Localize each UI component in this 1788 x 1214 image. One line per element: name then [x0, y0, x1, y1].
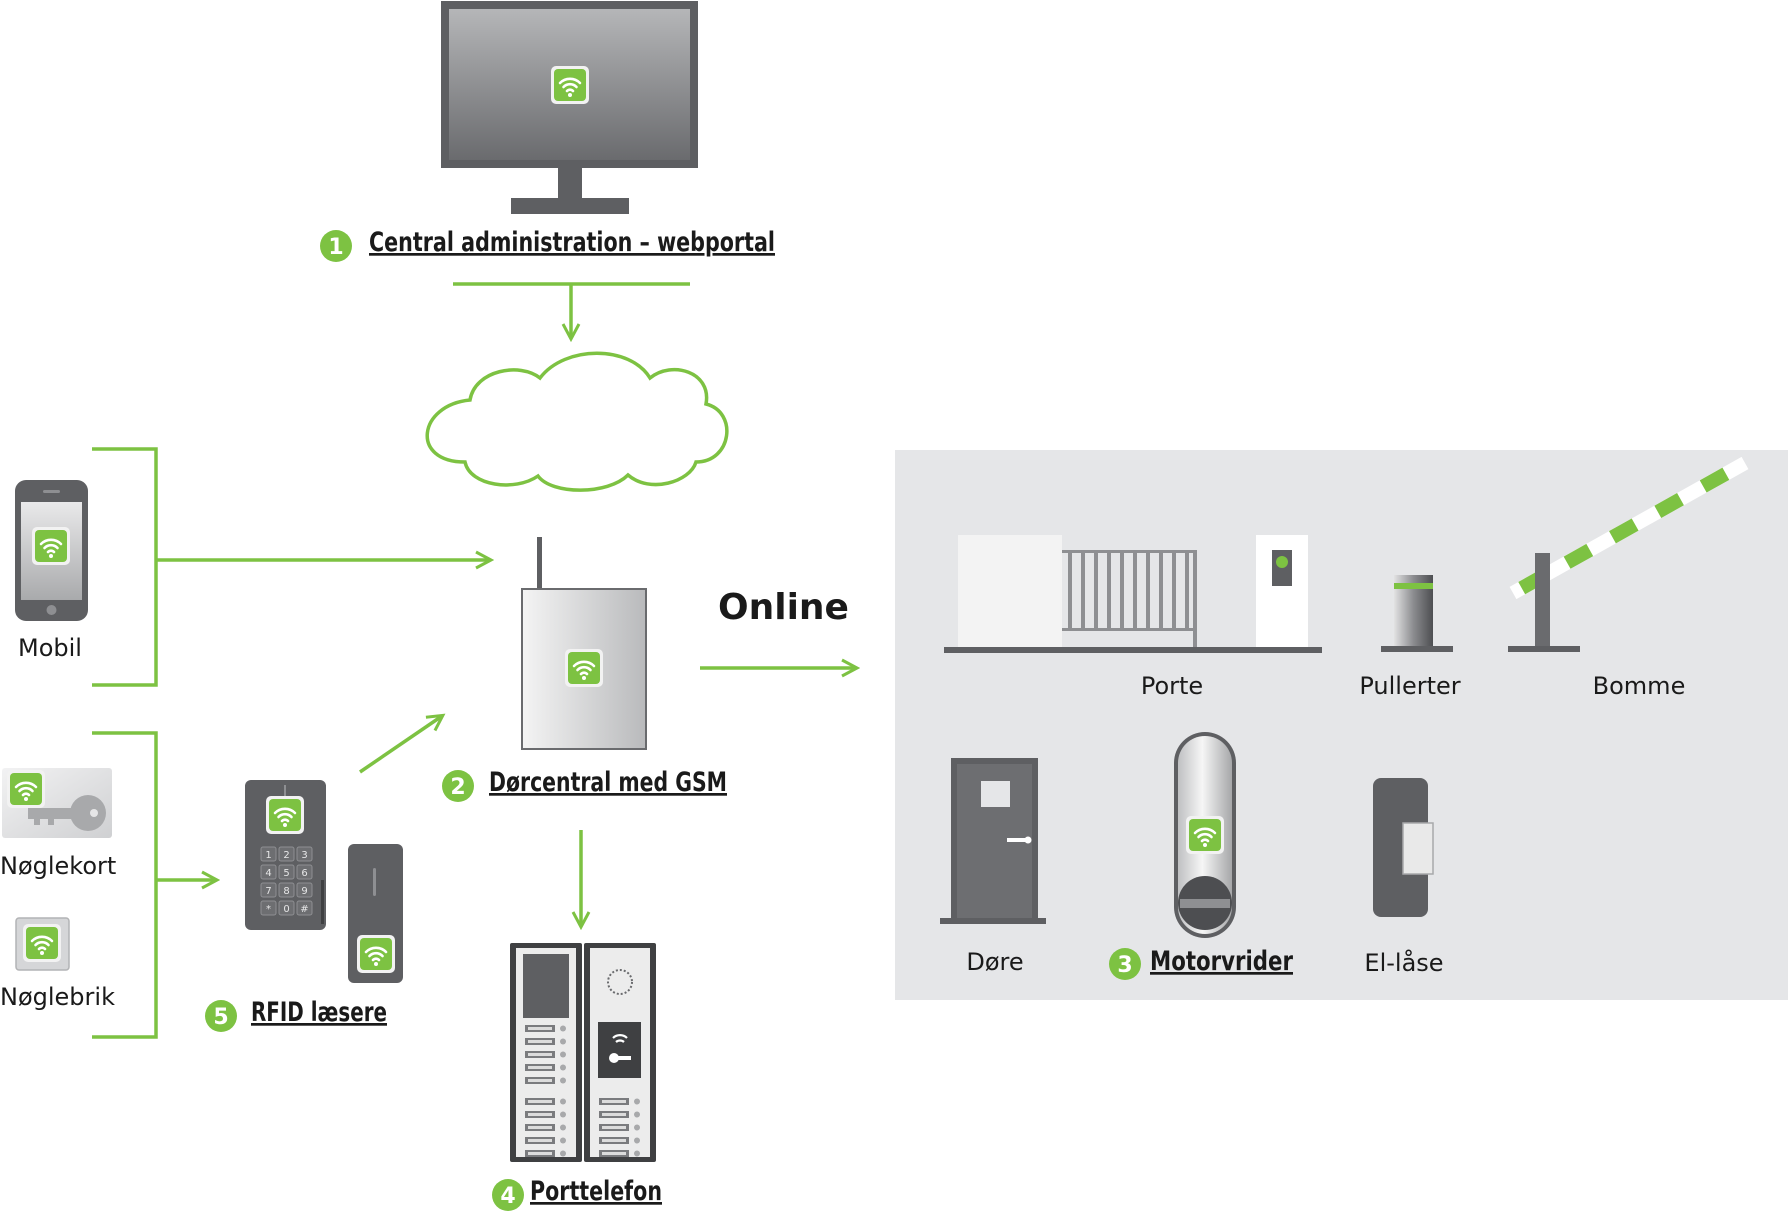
- connectors: [92, 282, 856, 1039]
- keypad-key: [278, 864, 295, 880]
- speaker-grille: [607, 969, 633, 995]
- step-badge-4: 4: [492, 1179, 524, 1211]
- rfid-link[interactable]: RFID læsere: [251, 997, 387, 1028]
- keypad-key-label: 3: [301, 850, 307, 861]
- rfid-keypad-reader: 1 2 3 4 5 6 7 8 9 * 0 #: [245, 780, 326, 930]
- pullerter-label: Pullerter: [1359, 672, 1460, 700]
- gate-icon: [944, 535, 1322, 653]
- key-card-icon: [2, 768, 112, 838]
- keypad-key-label: 2: [283, 850, 289, 861]
- keypad-key: [296, 900, 313, 916]
- key-symbol-icon: [609, 1053, 619, 1063]
- door-icon: [940, 758, 1046, 924]
- motorvrider-link[interactable]: Motorvrider: [1150, 946, 1294, 977]
- noglekort-label: Nøglekort: [0, 852, 116, 880]
- step-badge-5: 5: [205, 1000, 237, 1032]
- keypad-key-label: #: [300, 904, 308, 915]
- keypad-key: [260, 864, 277, 880]
- keypad-key-label: 6: [301, 868, 307, 879]
- intercom-device: [510, 943, 656, 1162]
- step-number-2: 2: [450, 775, 465, 800]
- keypad-key: [296, 882, 313, 898]
- display-screen: [523, 954, 569, 1018]
- boom-barrier-icon: [1508, 456, 1749, 652]
- step-number-3: 3: [1117, 953, 1132, 978]
- step-badge-2: 2: [442, 770, 474, 802]
- central-admin-link[interactable]: Central administration – webportal: [369, 227, 775, 258]
- name-buttons: [525, 1025, 640, 1157]
- dore-label: Døre: [966, 948, 1023, 976]
- keypad-key-label: 7: [265, 886, 271, 897]
- keypad: 1 2 3 4 5 6 7 8 9 * 0 #: [260, 846, 313, 916]
- dorcentral-link[interactable]: Dørcentral med GSM: [489, 767, 727, 798]
- noglebrik-label: Nøglebrik: [0, 983, 115, 1011]
- antenna-icon: [537, 537, 542, 591]
- step-number-1: 1: [328, 235, 343, 260]
- keypad-key-label: 1: [265, 850, 271, 861]
- cloud-icon: [425, 351, 729, 492]
- rfid-slim-reader: [348, 844, 403, 983]
- step-badge-3: 3: [1109, 948, 1141, 980]
- el-lase-label: El-låse: [1364, 948, 1443, 977]
- key-fob-icon: [15, 917, 70, 971]
- keys-bracket: [92, 731, 158, 1039]
- reader-panel: [598, 1022, 641, 1078]
- keypad-key-label: 5: [283, 868, 289, 879]
- mobile-phone-icon: [15, 480, 88, 621]
- motor-lock-icon: [1174, 732, 1236, 938]
- keypad-key: [296, 864, 313, 880]
- step-badge-1: 1: [320, 230, 352, 262]
- keypad-key-label: 0: [283, 904, 289, 915]
- step-number-4: 4: [500, 1184, 515, 1209]
- keypad-key-label: 9: [301, 886, 307, 897]
- keypad-key: [260, 882, 277, 898]
- bomme-label: Bomme: [1593, 672, 1686, 700]
- bollard-icon: [1381, 575, 1453, 652]
- keypad-key: [260, 846, 277, 862]
- keypad-key: [260, 900, 277, 916]
- mobil-label: Mobil: [18, 634, 82, 662]
- keypad-key-label: 8: [283, 886, 289, 897]
- step-number-5: 5: [213, 1005, 228, 1030]
- arrow-readers-to-central: [359, 716, 442, 774]
- electric-strike-icon: [1373, 778, 1434, 917]
- keypad-key-label: *: [266, 904, 271, 915]
- keypad-key: [278, 846, 295, 862]
- porte-label: Porte: [1141, 672, 1203, 700]
- porttelefon-link[interactable]: Porttelefon: [530, 1176, 662, 1207]
- keypad-key: [296, 846, 313, 862]
- keypad-key: [278, 882, 295, 898]
- keypad-key-label: 4: [265, 868, 271, 879]
- keypad-key: [278, 900, 295, 916]
- monitor-icon: [441, 1, 698, 214]
- mobile-bracket: [92, 447, 158, 687]
- door-central-device: [521, 537, 647, 750]
- online-label: Online: [718, 587, 849, 628]
